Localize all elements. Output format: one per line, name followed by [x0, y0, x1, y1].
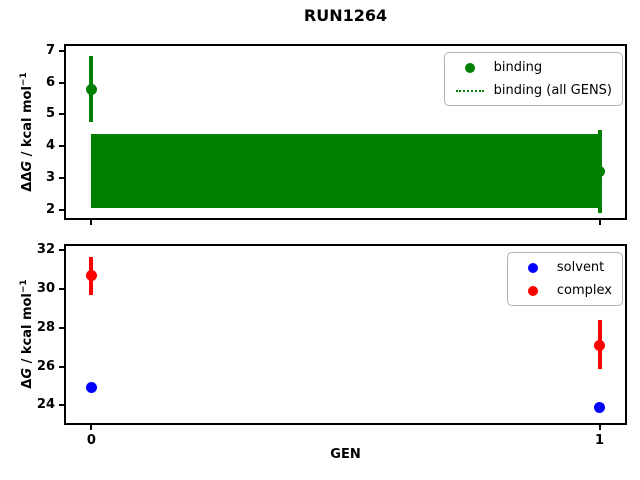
legend-dg: solvent complex [506, 252, 623, 306]
complex-data-point [85, 269, 97, 281]
y-tick-label: 5 [45, 106, 55, 122]
x-tick-label: 0 [86, 433, 96, 448]
legend-handle [455, 89, 485, 92]
legend-handle [518, 262, 548, 273]
y-tick [59, 209, 64, 212]
y-tick-label: 7 [45, 42, 55, 58]
legend-handle [455, 62, 485, 73]
y-tick [59, 326, 64, 329]
legend-label: binding (all GENS) [493, 83, 612, 98]
y-tick-label: 26 [36, 358, 55, 374]
y-tick-label: 4 [45, 138, 55, 154]
page-title: RUN1264 [303, 6, 388, 25]
solvent-dot-icon [527, 262, 538, 273]
complex-data-point [594, 339, 606, 351]
y-tick [59, 365, 64, 368]
x-tick [598, 425, 601, 430]
solvent-data-point [85, 382, 97, 394]
binding-data-point [85, 83, 97, 95]
y-tick-label: 24 [36, 397, 55, 413]
y-tick [59, 81, 64, 84]
y-tick [59, 287, 64, 290]
y-tick [59, 248, 64, 251]
x-tick [90, 425, 93, 430]
y-tick-label: 6 [45, 74, 55, 90]
y-tick [59, 404, 64, 407]
plot-area-dg [64, 244, 627, 425]
y-tick-label: 2 [45, 202, 55, 218]
x-tick [90, 220, 93, 225]
x-axis-label: GEN [330, 447, 361, 462]
y-tick [59, 177, 64, 180]
y-tick [59, 49, 64, 52]
legend-entry-binding-all-gens: binding (all GENS) [455, 83, 612, 98]
all-gens-uncertainty-band [91, 133, 600, 209]
x-tick [598, 220, 601, 225]
legend-handle [518, 285, 548, 296]
legend-binding: binding binding (all GENS) [443, 52, 623, 106]
legend-entry-complex: complex [518, 283, 612, 298]
legend-label: solvent [556, 260, 605, 275]
y-tick [59, 145, 64, 148]
y-tick-label: 30 [36, 280, 55, 296]
y-tick-label: 32 [36, 241, 55, 257]
solvent-data-point [594, 401, 606, 413]
binding-dot-icon [464, 62, 475, 73]
dotted-line-icon [455, 89, 484, 92]
legend-label: binding [493, 60, 543, 75]
legend-label: complex [556, 283, 612, 298]
complex-dot-icon [527, 285, 538, 296]
y-tick [59, 113, 64, 116]
plot-area-binding [64, 44, 627, 220]
ylabel-delta: Δ [20, 378, 36, 389]
y-tick-label: 28 [36, 319, 55, 335]
y-tick-label: 3 [45, 170, 55, 186]
legend-entry-binding: binding [455, 60, 612, 75]
binding-data-point [594, 166, 606, 178]
x-tick-label: 1 [595, 433, 605, 448]
legend-entry-solvent: solvent [518, 260, 612, 275]
